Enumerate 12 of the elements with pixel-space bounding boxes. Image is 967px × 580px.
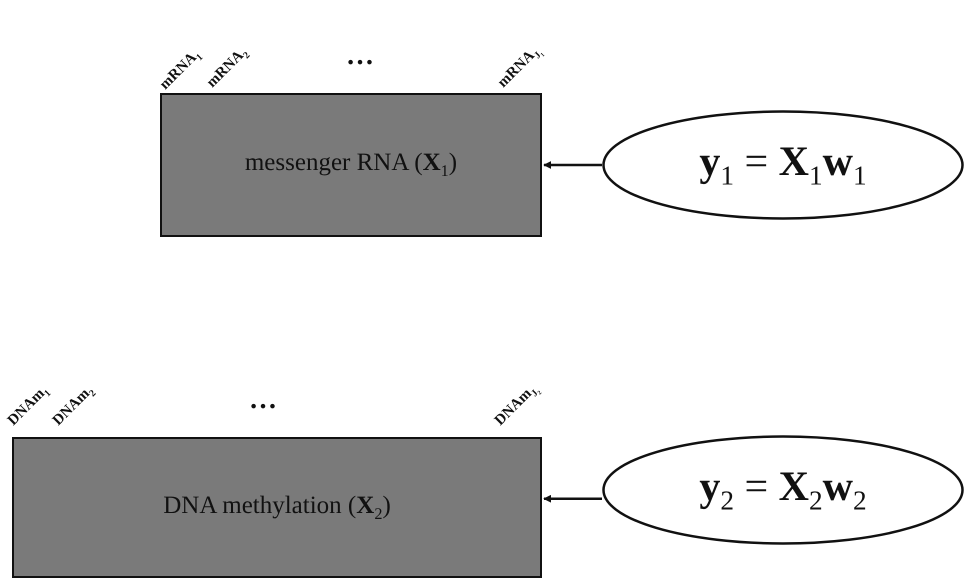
equation-text: y$_{1}$ = X$_{1}$w$_{1}$: [699, 138, 867, 192]
equation-ellipse: [602, 110, 964, 220]
box-label: DNA methylation (X$_{2}$): [163, 492, 391, 524]
ellipsis: …: [249, 386, 277, 414]
ellipsis: …: [346, 42, 374, 70]
equation-ellipse: [602, 435, 964, 545]
arrow: [543, 494, 602, 503]
box-label: messenger RNA (X$_{1}$): [244, 149, 458, 181]
arrow: [543, 161, 602, 169]
data-matrix-box: [12, 437, 542, 578]
equation-text: y$_{2}$ = X$_{2}$w$_{2}$: [699, 463, 867, 517]
data-matrix-box: [160, 93, 542, 237]
